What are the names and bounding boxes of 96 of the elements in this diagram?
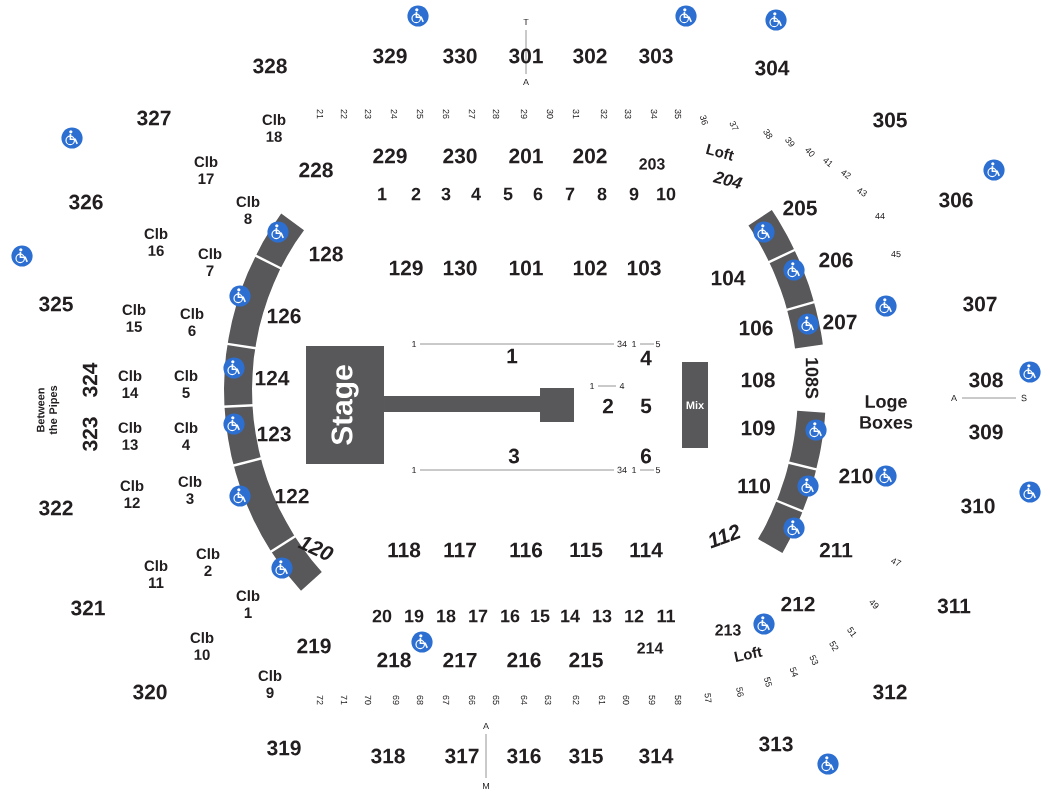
- row-number: 3: [441, 187, 451, 201]
- section-number: 313: [759, 736, 793, 752]
- section-number: 309: [969, 424, 1003, 440]
- row-number: 16: [501, 609, 520, 623]
- section-number: 306: [939, 192, 973, 208]
- row-number: 7: [565, 187, 575, 201]
- row-number: 14: [561, 609, 580, 623]
- section-number: 304: [755, 60, 790, 76]
- stage-box: Stage: [306, 346, 384, 464]
- section-number: 315: [569, 748, 603, 764]
- section-number: 104: [711, 270, 746, 286]
- section-number: 109: [741, 420, 775, 436]
- section-number: 102: [573, 260, 607, 276]
- floor-section-number: 3: [508, 448, 520, 464]
- floor-section-number: 6: [640, 448, 652, 464]
- row-number: 2: [411, 187, 421, 201]
- section-number: 302: [573, 48, 607, 64]
- section-number: 320: [133, 684, 167, 700]
- section-number: 329: [373, 48, 407, 64]
- floor-section-number: 2: [602, 398, 613, 414]
- section-number: 308: [969, 372, 1003, 388]
- section-number: 116: [510, 542, 543, 558]
- section-number: 321: [71, 600, 105, 616]
- section-number: 303: [639, 48, 673, 64]
- section-number: 112: [709, 524, 741, 549]
- section-number: 108S: [805, 358, 819, 399]
- section-number: 129: [389, 260, 423, 276]
- row-number: 5: [503, 187, 513, 201]
- section-number: 318: [371, 748, 405, 764]
- section-number: 328: [253, 58, 287, 74]
- section-number: 118: [388, 542, 421, 558]
- section-number: 330: [443, 48, 477, 64]
- section-number: 228: [299, 162, 333, 178]
- section-number: 106: [739, 320, 773, 336]
- row-number: 6: [533, 187, 543, 201]
- section-number: 326: [69, 194, 103, 210]
- row-number: 15: [531, 609, 550, 623]
- row-number: 4: [471, 187, 481, 201]
- section-number: 204: [712, 171, 743, 189]
- floor-section-number: 4: [640, 350, 652, 366]
- section-number: 301: [509, 48, 543, 64]
- section-number: 114: [630, 542, 663, 558]
- section-number: 128: [309, 246, 343, 262]
- section-number: 305: [873, 112, 907, 128]
- section-number: 319: [267, 740, 301, 756]
- section-number: 324: [82, 362, 98, 397]
- row-number: 13: [593, 609, 612, 623]
- section-number: 108: [741, 372, 775, 388]
- row-number: 19: [405, 609, 424, 623]
- section-number: 205: [783, 200, 817, 216]
- floor-section-number: 5: [640, 398, 652, 414]
- section-number: 130: [443, 260, 477, 276]
- row-number: 1: [378, 187, 387, 201]
- row-number: 12: [625, 609, 644, 623]
- section-number: 122: [275, 488, 309, 504]
- section-number: 120: [297, 537, 334, 560]
- section-number: 327: [137, 110, 171, 126]
- row-number: 10: [657, 187, 676, 201]
- row-number: 11: [657, 609, 675, 623]
- row-number: 20: [372, 609, 392, 623]
- section-number: 201: [509, 148, 543, 164]
- section-number: 311: [937, 598, 971, 614]
- section-number: 210: [839, 468, 873, 484]
- section-number: 229: [373, 148, 407, 164]
- section-number: 202: [573, 148, 607, 164]
- section-number: 218: [377, 652, 411, 668]
- section-number: 101: [509, 260, 543, 276]
- section-number: 115: [570, 542, 603, 558]
- section-number: 211: [819, 542, 853, 558]
- section-number: 217: [443, 652, 477, 668]
- floor-section-number: 1: [507, 348, 518, 364]
- section-number: 216: [507, 652, 541, 668]
- section-number: 322: [39, 500, 73, 516]
- section-number: 325: [39, 296, 73, 312]
- section-number: 230: [443, 148, 477, 164]
- area-label: Loge Boxes: [860, 395, 913, 429]
- section-number: 316: [507, 748, 541, 764]
- section-number: 219: [297, 638, 331, 654]
- section-number: 117: [444, 542, 476, 558]
- section-number: 212: [781, 596, 815, 612]
- section-number: 312: [873, 684, 907, 700]
- section-number: 103: [627, 260, 661, 276]
- row-number: 18: [437, 609, 456, 623]
- section-number: 206: [819, 252, 853, 268]
- section-number: 314: [639, 748, 674, 764]
- section-number: 126: [267, 308, 301, 324]
- section-number: 215: [569, 652, 603, 668]
- section-number: 307: [963, 296, 997, 312]
- section-number: 110: [738, 478, 771, 494]
- row-number: 17: [469, 609, 488, 623]
- row-number: 8: [597, 187, 607, 201]
- section-number: 317: [445, 748, 479, 764]
- section-number: 323: [82, 417, 98, 451]
- section-number: 207: [823, 314, 857, 330]
- section-number: 310: [961, 498, 995, 514]
- row-number: 9: [629, 187, 639, 201]
